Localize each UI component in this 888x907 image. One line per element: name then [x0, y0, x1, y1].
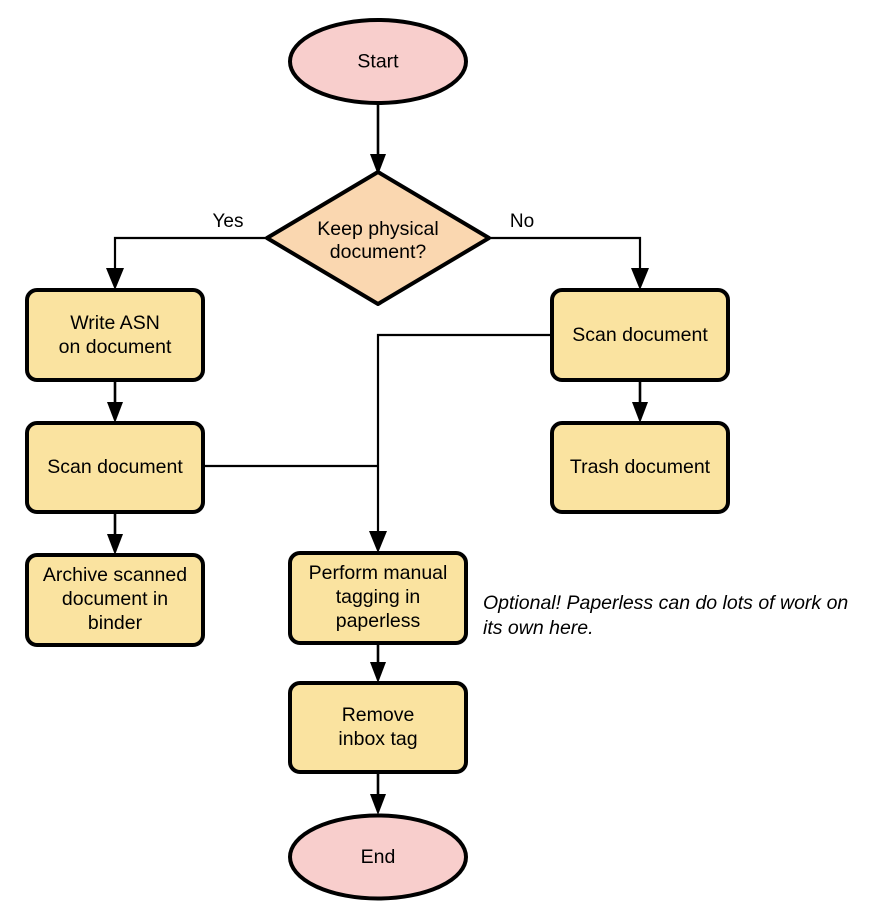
node-remove-inbox-tag[interactable]: Remove inbox tag: [288, 681, 468, 774]
arrowhead-icon: [632, 402, 648, 423]
edge-remove-tag-to-end: [370, 772, 386, 815]
archive-label-line1: Archive scanned: [43, 564, 187, 586]
trash-document-label: Trash document: [570, 456, 711, 478]
node-decision-keep-physical-document[interactable]: Keep physical document?: [265, 170, 491, 306]
arrowhead-icon: [106, 268, 124, 290]
edge-start-to-decision: [370, 103, 386, 175]
decision-diamond[interactable]: [265, 170, 491, 306]
edge-scan-left-to-archive: [107, 512, 123, 555]
edge-decision-yes-to-write-asn: [106, 236, 268, 290]
edge-line: [113, 236, 268, 278]
scan-document-left-box[interactable]: [25, 421, 205, 514]
node-end[interactable]: End: [288, 813, 468, 901]
arrowhead-icon: [107, 402, 123, 423]
edge-scan-right-to-trash: [632, 380, 648, 423]
edge-line: [489, 236, 642, 278]
arrowhead-icon: [107, 534, 123, 555]
edge-label-yes: Yes: [213, 211, 244, 232]
scan-document-right-box[interactable]: [550, 288, 730, 382]
archive-label-line2: document in: [62, 588, 168, 610]
end-label: End: [361, 846, 396, 868]
remove-tag-label-line1: Remove: [342, 704, 415, 726]
remove-tag-label-line2: inbox tag: [338, 728, 417, 750]
arrowhead-icon: [370, 794, 386, 815]
arrowhead-icon: [631, 268, 649, 290]
edge-scan-right-to-tagging: [376, 333, 552, 543]
edge-write-asn-to-scan-left: [107, 380, 123, 423]
node-perform-manual-tagging[interactable]: Perform manual tagging in paperless: [288, 551, 468, 645]
archive-box[interactable]: [25, 553, 205, 647]
write-asn-label-line2: on document: [59, 336, 172, 358]
end-ellipse[interactable]: [288, 813, 468, 901]
scan-document-right-label: Scan document: [572, 324, 708, 346]
write-asn-box[interactable]: [25, 288, 205, 382]
write-asn-label-line1: Write ASN: [70, 312, 160, 334]
arrowhead-icon: [369, 531, 387, 553]
remove-inbox-tag-box[interactable]: [288, 681, 468, 774]
tagging-label-line3: paperless: [336, 610, 421, 632]
edge-decision-no-to-scan-right: [489, 236, 649, 290]
optional-note-line2: its own here.: [483, 617, 594, 639]
node-write-asn-on-document[interactable]: Write ASN on document: [25, 288, 205, 382]
start-ellipse[interactable]: [288, 18, 468, 105]
arrowhead-icon: [370, 154, 386, 175]
annotation-optional-note: Optional! Paperless can do lots of work …: [483, 592, 848, 639]
edge-label-no: No: [510, 211, 534, 232]
arrowhead-icon: [370, 662, 386, 683]
node-scan-document-right[interactable]: Scan document: [550, 288, 730, 382]
optional-note-line1: Optional! Paperless can do lots of work …: [483, 592, 848, 614]
tagging-box[interactable]: [288, 551, 468, 645]
decision-label-line1: Keep physical: [317, 218, 438, 240]
start-label: Start: [357, 51, 399, 73]
tagging-label-line1: Perform manual: [309, 562, 448, 584]
node-archive-scanned-document[interactable]: Archive scanned document in binder: [25, 553, 205, 647]
edge-tagging-to-remove-tag: [370, 643, 386, 683]
decision-label-line2: document?: [330, 241, 427, 263]
trash-document-box[interactable]: [550, 421, 730, 514]
edge-line: [376, 333, 552, 543]
node-trash-document[interactable]: Trash document: [550, 421, 730, 514]
scan-document-left-label: Scan document: [47, 456, 183, 478]
archive-label-line3: binder: [88, 612, 143, 634]
node-start[interactable]: Start: [288, 18, 468, 105]
edge-merge-arrow-to-tagging: [369, 531, 387, 553]
node-scan-document-left[interactable]: Scan document: [25, 421, 205, 514]
tagging-label-line2: tagging in: [336, 586, 421, 608]
